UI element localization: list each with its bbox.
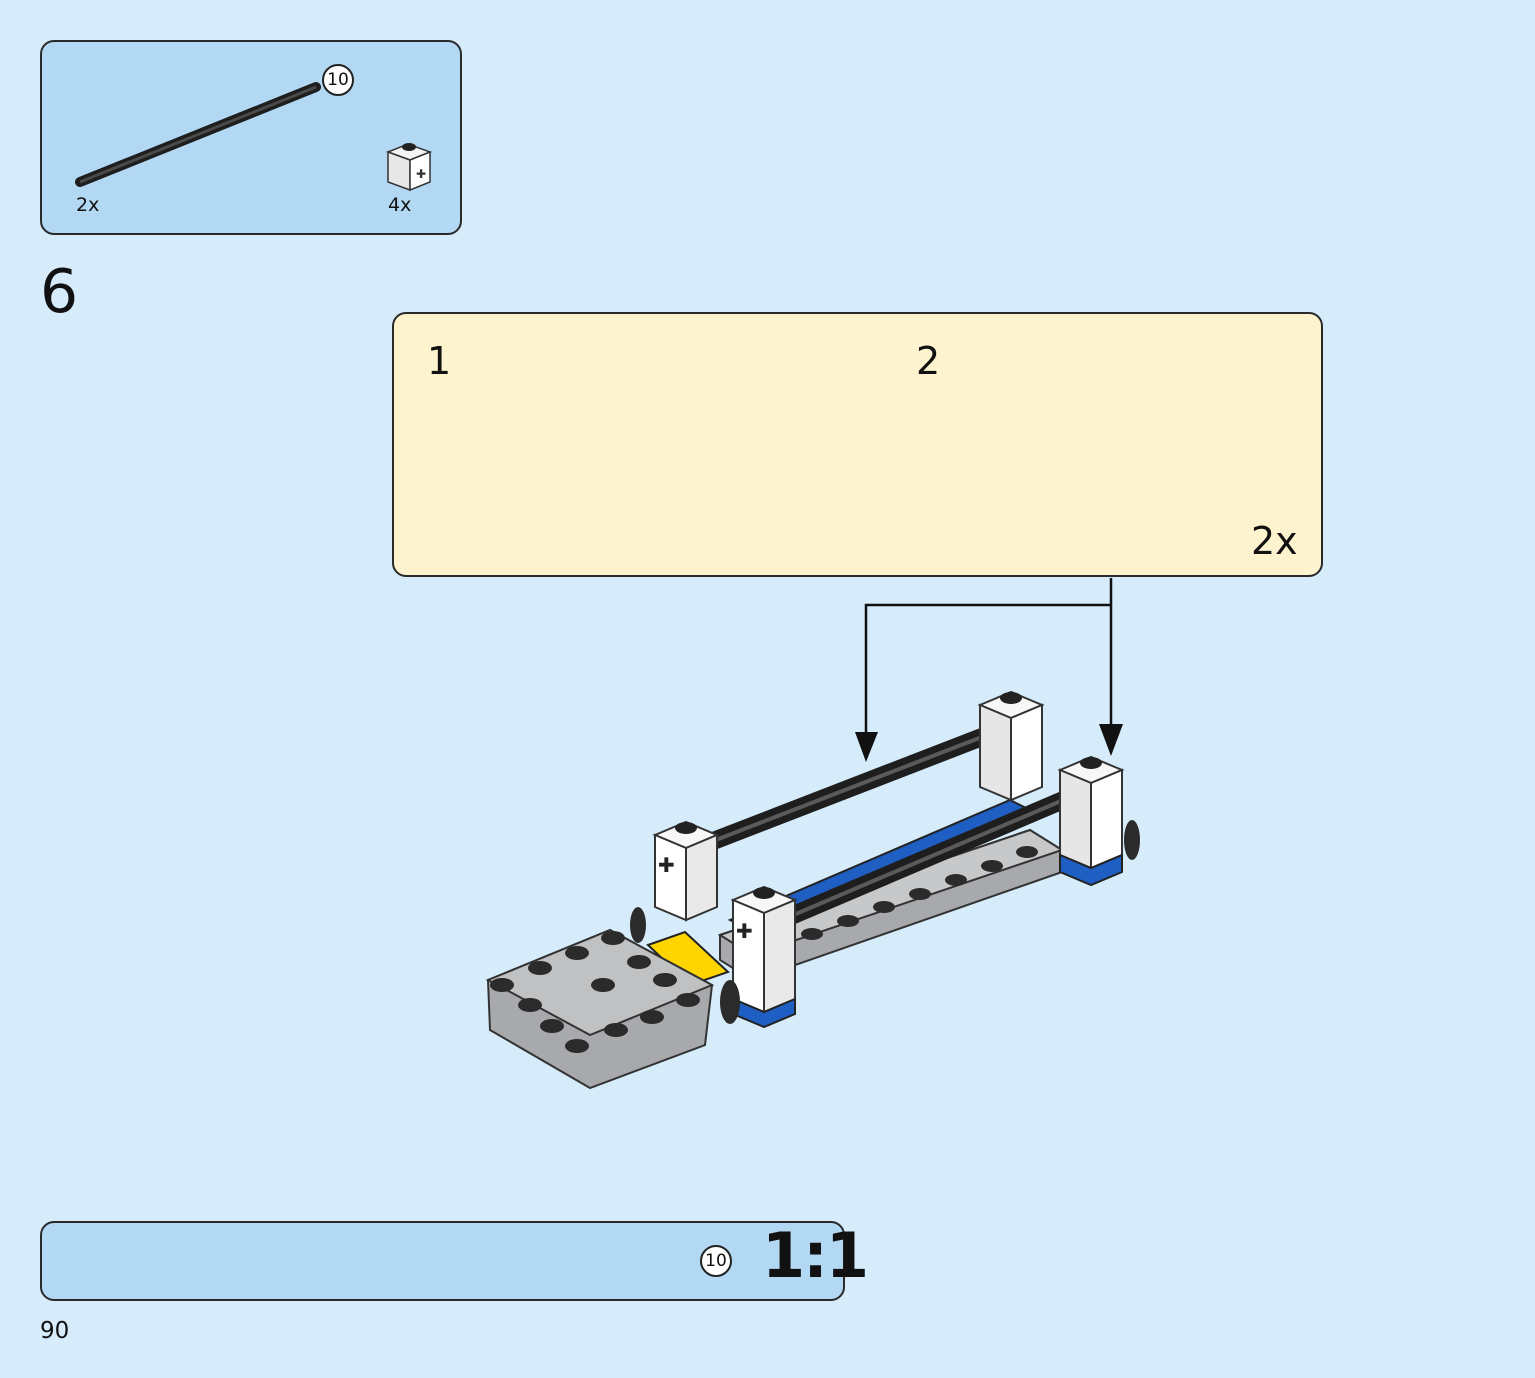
substep-1-label: 1 bbox=[427, 339, 452, 383]
parts-callout: 2x 4x bbox=[40, 40, 462, 235]
step-number: 6 bbox=[40, 257, 79, 327]
substep-2-label: 2 bbox=[916, 339, 941, 383]
connector-brick-icon: ✚ bbox=[385, 143, 433, 192]
subassembly-multiplier: 2x bbox=[1251, 519, 1298, 563]
ruler-length-badge: 10 bbox=[700, 1245, 732, 1277]
axle-length-badge: 10 bbox=[322, 64, 354, 96]
connector-quantity: 4x bbox=[388, 194, 412, 216]
page-number: 90 bbox=[40, 1318, 70, 1344]
axle-part-icon bbox=[75, 82, 321, 187]
axle-quantity: 2x bbox=[76, 194, 100, 216]
placement-arrows bbox=[855, 578, 1123, 762]
svg-text:✚: ✚ bbox=[416, 167, 426, 181]
svg-text:✚: ✚ bbox=[736, 919, 753, 943]
ruler-scale-label: 1:1 bbox=[762, 1219, 869, 1292]
svg-text:✚: ✚ bbox=[658, 853, 675, 877]
subassembly-callout: 1 2 2x bbox=[392, 312, 1323, 577]
main-model-illustration: ✚ ✚ bbox=[485, 690, 1140, 1090]
